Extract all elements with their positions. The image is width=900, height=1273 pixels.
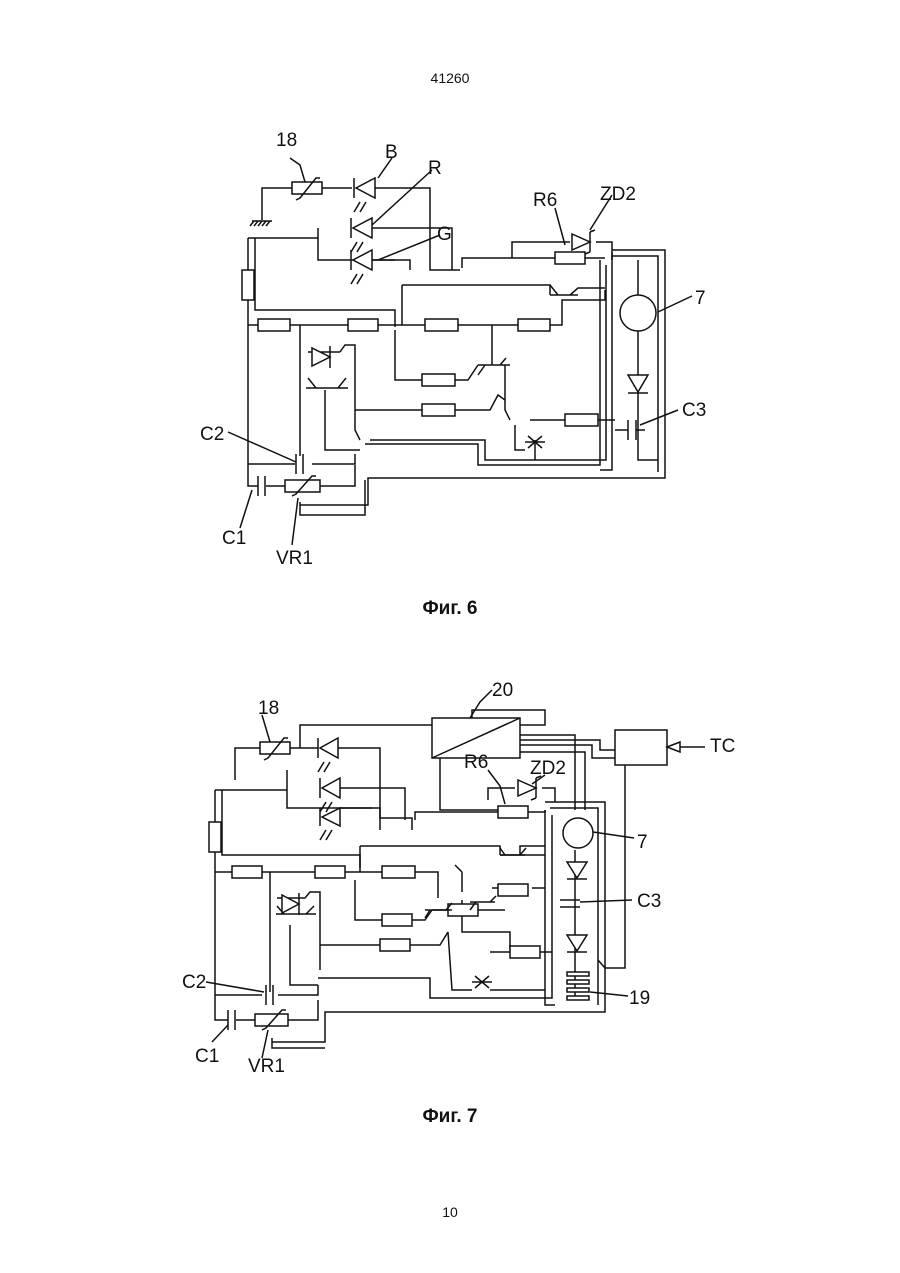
label-c1: C1 <box>222 528 246 549</box>
thermistor-18 <box>260 738 290 760</box>
led-red <box>351 218 372 252</box>
led-top <box>318 738 338 772</box>
led-green <box>351 250 372 284</box>
capacitor-c1 <box>258 476 265 496</box>
resistor-vertical <box>209 822 221 852</box>
page-header: 41260 <box>0 70 900 86</box>
resistors-mid <box>258 319 598 426</box>
label-r6: R6 <box>533 190 557 211</box>
led-middle <box>320 778 340 812</box>
wires <box>248 188 665 515</box>
diode-upper <box>567 862 587 879</box>
label-g: G <box>437 224 452 245</box>
label-c2: C2 <box>200 424 224 445</box>
label-tc: TC <box>710 736 735 757</box>
zener-zd2 <box>572 230 595 254</box>
label-r: R <box>428 158 442 179</box>
label-7: 7 <box>695 288 706 309</box>
label-c2: C2 <box>182 972 206 993</box>
led-bottom <box>320 808 340 840</box>
resistor-r6 <box>555 252 585 264</box>
label-r6: R6 <box>464 752 488 773</box>
potentiometer-vr1 <box>285 476 320 496</box>
figure-6-schematic: 18 B R G R6 ZD2 7 C3 C2 C1 VR1 <box>0 120 900 580</box>
ground-icon <box>250 221 272 226</box>
label-18: 18 <box>276 130 297 151</box>
label-zd2: ZD2 <box>530 758 566 779</box>
label-18: 18 <box>258 698 279 719</box>
capacitor-c2 <box>296 454 303 474</box>
label-c1: C1 <box>195 1046 219 1067</box>
label-b: B <box>385 142 398 163</box>
resistor-r6 <box>498 806 528 818</box>
figure-6-caption: Фиг. 6 <box>0 598 900 620</box>
diode-lower <box>567 935 587 952</box>
potentiometer-vr1 <box>255 1010 288 1030</box>
label-zd2: ZD2 <box>600 184 636 205</box>
label-19: 19 <box>629 988 650 1009</box>
resistors <box>232 866 540 958</box>
label-vr1: VR1 <box>276 548 313 569</box>
transistor-top <box>550 285 605 295</box>
remote-tc-box <box>615 730 705 765</box>
triac <box>472 976 492 988</box>
label-c3: C3 <box>637 891 661 912</box>
led-blue <box>354 178 375 212</box>
capacitor-c1 <box>228 1010 235 1030</box>
label-7: 7 <box>637 832 648 853</box>
label-c3: C3 <box>682 400 706 421</box>
motor-icon <box>563 818 593 848</box>
thermistor-18 <box>292 178 322 200</box>
page-number: 10 <box>0 1204 900 1220</box>
label-20: 20 <box>492 680 513 701</box>
zener-left <box>312 346 330 368</box>
transistors <box>276 848 526 918</box>
figure-7-schematic: 18 20 TC R6 ZD2 7 C3 19 C2 C1 VR1 <box>0 670 900 1090</box>
battery-19 <box>567 972 589 1000</box>
diode-motor <box>628 375 648 393</box>
resistor-vertical <box>242 270 254 300</box>
transistor-left <box>306 378 348 388</box>
figure-7-caption: Фиг. 7 <box>0 1106 900 1128</box>
label-vr1: VR1 <box>248 1056 285 1077</box>
capacitor-c3 <box>560 900 580 907</box>
zener-left <box>282 893 299 915</box>
capacitor-c3 <box>628 420 636 440</box>
motor-icon <box>620 295 656 331</box>
